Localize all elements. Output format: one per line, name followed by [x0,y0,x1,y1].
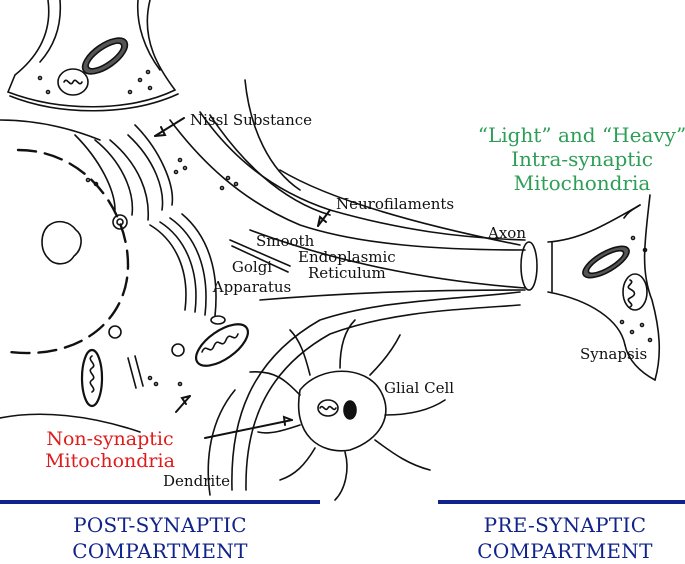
annotation-arrows [154,117,331,439]
label-non-synaptic-mitochondria: Non-synaptic Mitochondria [45,428,175,472]
post-synaptic-bar [0,500,320,504]
label-pre-synaptic-compartment: PRE-SYNAPTIC COMPARTMENT [477,513,653,563]
label-intra-synaptic-mitochondria: “Light” and “Heavy” Intra-synaptic Mitoc… [477,123,685,195]
label-nissl-substance: Nissl Substance [190,111,313,129]
pre-synaptic-bar [438,500,685,504]
label-synapsis: Synapsis [580,345,648,363]
label-neurofilaments: Neurofilaments [336,195,455,213]
label-golgi-apparatus: Golgi Apparatus [212,258,292,296]
label-axon: Axon [488,224,526,242]
dendrite-outline [231,291,521,491]
label-dendrite: Dendrite [163,472,231,490]
golgi-stacks [149,213,291,317]
nissl-strands [74,124,239,221]
postsynaptic-bouton-top [6,0,179,112]
nucleus-outline [8,148,130,355]
nucleolus [41,220,82,265]
soma-mitochondria [80,315,249,408]
presynaptic-terminal [547,194,661,381]
glial-cell-shape [249,319,446,501]
label-glial-cell: Glial Cell [384,379,455,397]
label-post-synaptic-compartment: POST-SYNAPTIC COMPARTMENT [72,513,248,563]
label-smooth-er: Smooth Endoplasmic Reticulum [256,232,396,282]
